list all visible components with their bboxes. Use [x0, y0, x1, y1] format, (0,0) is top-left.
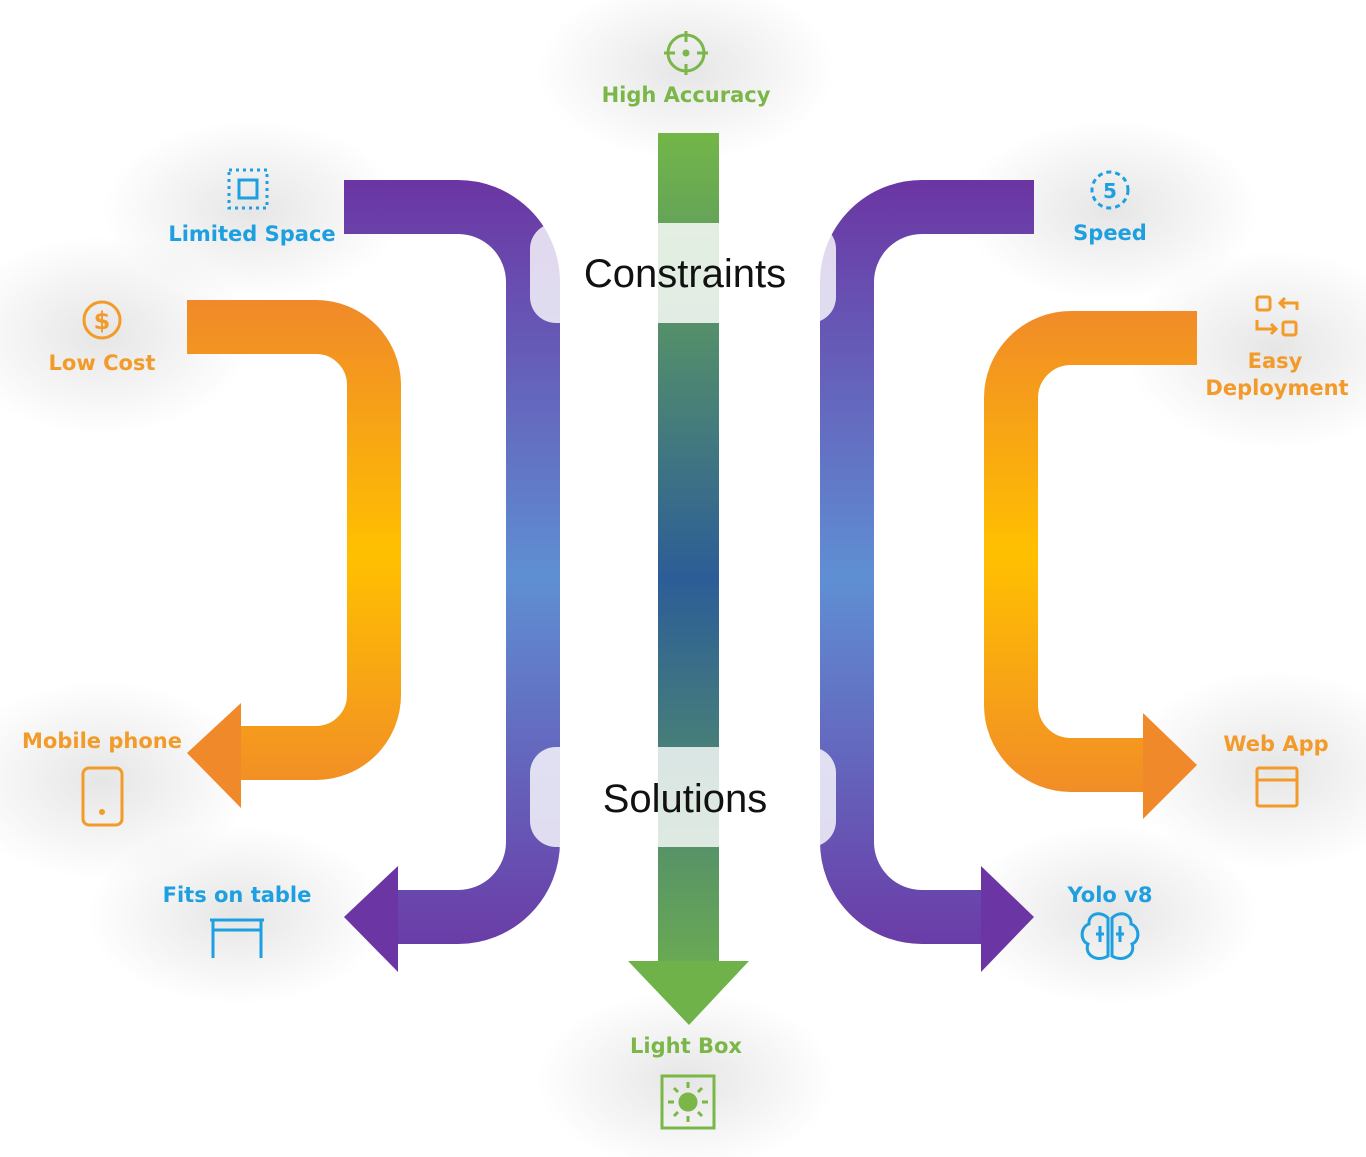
fits-on-table-label: Fits on table [163, 883, 312, 907]
arrow-speed-to-yolo [820, 180, 1034, 972]
sun-box-icon [660, 1074, 716, 1130]
svg-text:$: $ [94, 307, 111, 335]
arrow-low-cost-to-mobile-phone [187, 300, 401, 808]
solutions-band [530, 747, 836, 847]
swap-arrows-icon [1255, 295, 1299, 337]
easy-deployment-label-line1: Easy [1248, 349, 1303, 373]
web-app-label: Web App [1223, 732, 1328, 756]
timer-5-icon: 5 [1090, 170, 1130, 210]
solutions-title: Solutions [603, 777, 768, 821]
arrow-easy-deployment-to-web-app [984, 311, 1197, 819]
speed-icon-digit: 5 [1103, 179, 1117, 203]
mobile-phone-label: Mobile phone [22, 729, 182, 753]
brain-icon [1080, 912, 1140, 960]
dollar-icon: $ [82, 300, 122, 340]
yolo-label: Yolo v8 [1067, 883, 1153, 907]
table-icon [210, 918, 264, 958]
limited-space-label: Limited Space [168, 222, 335, 246]
speed-label: Speed [1073, 221, 1147, 245]
constraints-title: Constraints [584, 252, 786, 296]
light-box-label: Light Box [630, 1034, 742, 1058]
high-accuracy-label: High Accuracy [602, 83, 771, 107]
browser-window-icon [1255, 766, 1299, 808]
arrow-limited-space-to-fits-on-table [344, 180, 560, 972]
frame-icon [227, 168, 269, 210]
smartphone-icon [81, 766, 124, 827]
constraints-band [530, 223, 836, 323]
low-cost-label: Low Cost [49, 351, 156, 375]
crosshair-icon [664, 31, 708, 75]
easy-deployment-label-line2: Deployment [1205, 376, 1348, 400]
